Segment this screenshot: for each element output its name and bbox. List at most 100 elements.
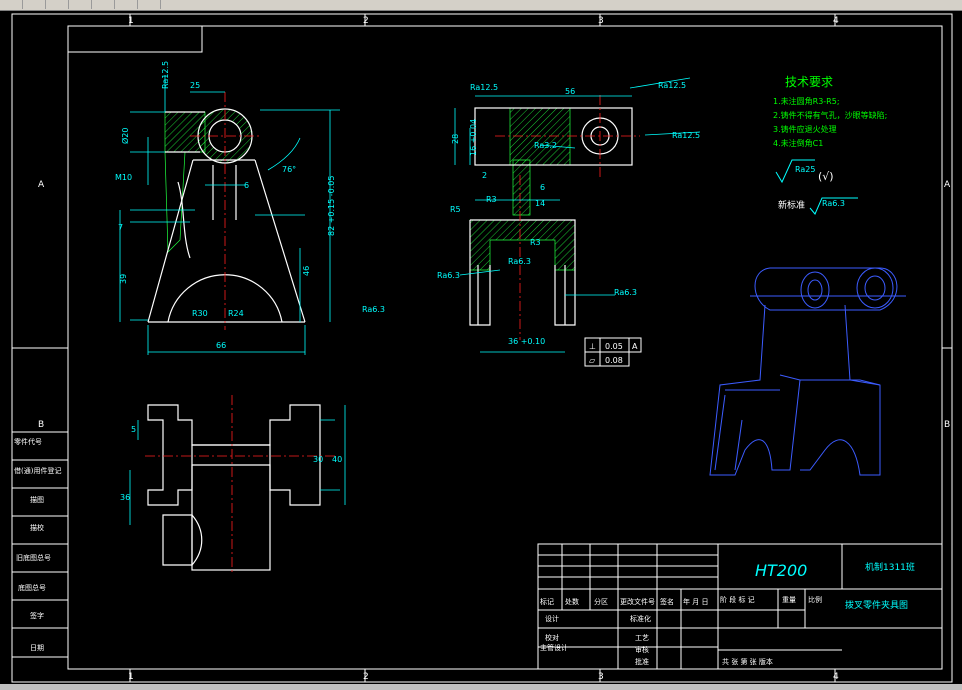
new-standard-value: Ra6.3 [822,199,845,208]
roughness-general: Ra25 [795,165,815,174]
zone-row-b-right: B [944,420,950,430]
new-standard-label: 新标准 [778,199,805,211]
left-table-row-6: 底图总号 [18,583,46,592]
dim-ra125-top: Ra12.5 [161,61,170,89]
toolbar-button[interactable] [0,0,23,9]
zone-row-b: B [38,420,44,430]
dim-36: 36 +0.10 [508,337,545,346]
tb-stage: 阶 段 标 记 [720,595,755,604]
toolbar-button[interactable] [138,0,161,9]
dim-ra63-side-2: Ra6.3 [508,257,531,266]
tol-perp-symbol: ⊥ [589,342,596,351]
tb-header-zone: 分区 [594,597,608,606]
left-table-row-8: 日期 [30,644,44,652]
toolbar-button[interactable] [115,0,138,9]
dim-ra63-side-1: Ra6.3 [437,271,460,280]
tech-item-2: 2.铸件不得有气孔，沙眼等缺陷; [773,110,887,120]
tol-flat-value: 0.08 [605,356,623,365]
tb-drawing-name: 拨叉零件夹具图 [845,599,908,611]
left-table: 零件代号 借(通)用件登记 描图 描校 旧底图总号 底图总号 签字 日期 [11,431,69,658]
dim-16: 16 +0.04 [469,119,478,156]
left-table-row-7: 签字 [30,611,44,620]
toolbar-button[interactable] [46,0,69,9]
dim-r24: R24 [228,309,244,318]
tb-header-mark: 标记 [540,597,554,606]
zone-col-4-bottom: 4 [833,672,839,682]
dim-r5: R5 [450,205,461,214]
dim-66: 66 [216,341,226,350]
tech-title: 技术要求 [785,75,833,89]
tb-weight: 重量 [782,596,796,604]
dim-28: 28 [451,134,460,144]
dim-76deg: 76° [282,165,296,174]
toolbar-button[interactable] [69,0,92,9]
dim-5: 5 [131,425,136,434]
dim-14: 14 [535,199,545,208]
dim-r30: R30 [192,309,208,318]
tech-item-1: 1.未注圆角R3-R5; [773,96,840,106]
dim-7: 7 [118,223,123,232]
dim-6: 6 [244,181,249,190]
tol-perp-datum: A [632,342,638,351]
dim-30: 30 [313,455,323,464]
dim-ra125-side-3: Ra12.5 [672,131,700,140]
tech-requirements: 技术要求 1.未注圆角R3-R5; 2.铸件不得有气孔，沙眼等缺陷; 3.铸件应… [773,75,887,215]
dim-82: 82 +0.15 -0.05 [327,176,336,236]
dim-2: 2 [482,171,487,180]
dim-25: 25 [190,81,200,90]
tb-header-doc: 更改文件号 [620,597,655,606]
zone-col-2: 2 [363,16,369,26]
zone-labels: 1 2 3 4 1 2 3 4 A B A B [38,16,951,682]
dim-ra32: Ra3.2 [534,141,557,150]
dim-ra63-side-3: Ra6.3 [614,288,637,297]
left-table-row-1: 零件代号 [14,437,42,446]
dim-ra125-side-1: Ra12.5 [470,83,498,92]
toolbar [0,0,962,11]
roughness-general-suffix: (√) [818,170,834,183]
toolbar-button[interactable] [23,0,46,9]
zone-col-4: 4 [833,16,839,26]
zone-col-3: 3 [598,16,604,26]
tolerance-frames [584,337,642,367]
dim-39: 39 [119,274,128,284]
tech-item-3: 3.铸件应退火处理 [773,124,837,134]
dim-46: 46 [302,266,311,276]
side-view: Ra12.5 56 Ra12.5 Ra12.5 28 16 +0.04 Ra3.… [437,77,700,367]
tb-role-design: 设计 [545,614,559,623]
drawing-canvas[interactable]: 1 2 3 4 1 2 3 4 A B A B [0,10,962,684]
tb-role-approve: 批准 [635,657,649,666]
tb-material: HT200 [755,561,807,580]
dim-56: 56 [565,87,575,96]
tb-role-review: 审核 [635,645,649,654]
tb-class: 机制1311班 [865,561,915,573]
left-table-row-4: 描校 [30,523,44,532]
dim-6-side: 6 [540,183,545,192]
zone-col-1-bottom: 1 [128,672,134,682]
front-view: Ra12.5 25 Ø20 M10 6 76° 7 39 46 82 +0.15… [115,61,385,355]
isometric-view [709,267,906,476]
left-table-row-2: 借(通)用件登记 [14,466,61,475]
tb-role-standard: 标准化 [630,614,651,623]
dim-ra125-side-2: Ra12.5 [658,81,686,90]
zone-row-a: A [38,180,45,190]
tb-header-sign: 签名 [660,597,674,606]
left-table-row-3: 描图 [30,495,44,504]
tb-role-process: 工艺 [635,634,649,642]
toolbar-button[interactable] [92,0,115,9]
zone-col-2-bottom: 2 [363,672,369,682]
status-bar [0,684,962,690]
tech-item-4: 4.未注倒角C1 [773,138,823,148]
tol-flat-symbol: ▱ [589,356,596,365]
dim-m10: M10 [115,173,132,182]
zone-col-1: 1 [128,16,134,26]
dim-40: 40 [332,455,342,464]
tb-role-chief: 主管设计 [540,643,568,652]
title-block: 标记 处数 分区 更改文件号 签名 年 月 日 阶 段 标 记 重量 比例 设计… [537,543,943,670]
tol-perp-value: 0.05 [605,342,623,351]
left-table-row-5: 旧底图总号 [16,553,51,562]
dim-36-top: 36 [120,493,130,502]
zone-row-a-right: A [944,180,951,190]
dim-r3-b: R3 [530,238,541,247]
tb-bottom-text: 共 张 第 张 版本 [722,657,773,666]
zone-col-3-bottom: 3 [598,672,604,682]
